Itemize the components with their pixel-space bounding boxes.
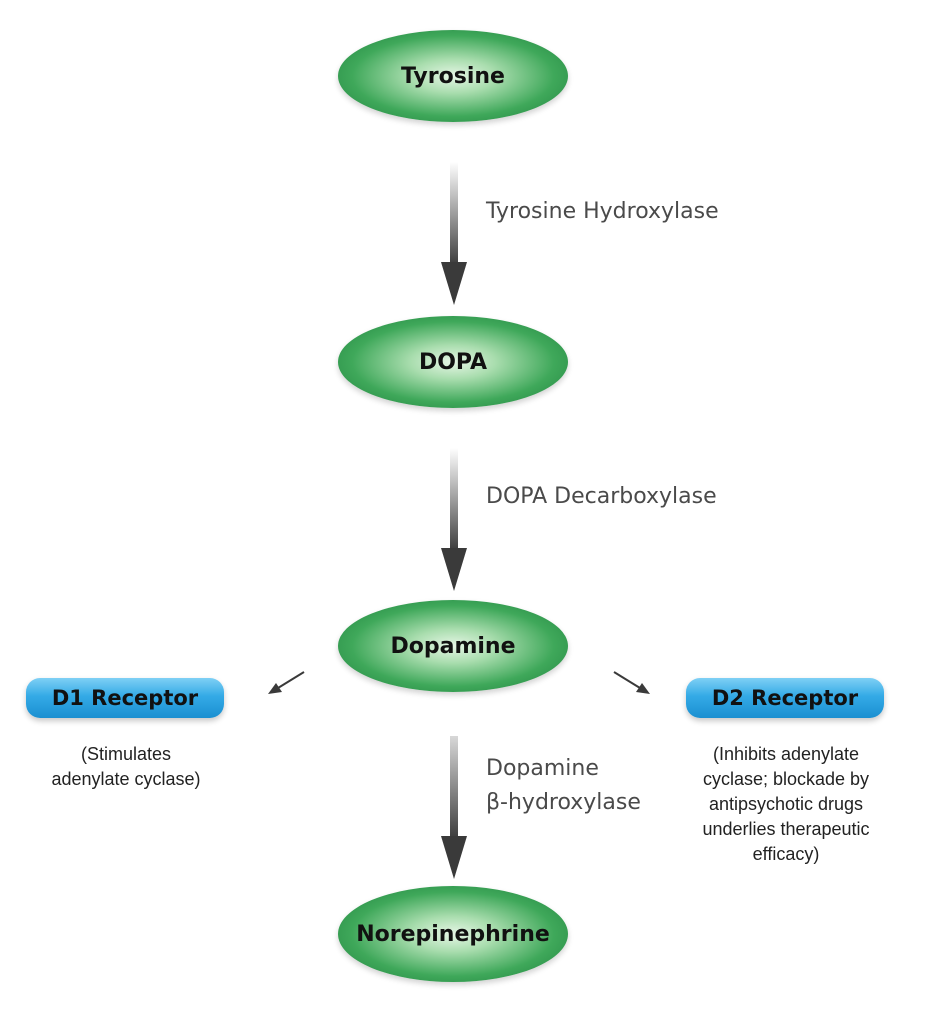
note-d1-line: (Stimulates [80,744,172,764]
enzyme-dbh-line-2: β-hydroxylase [486,790,641,815]
note-d2-line: cyclase; blockade by [702,769,870,789]
note-d2: (Inhibits adenylate cyclase; blockade by… [664,742,908,867]
node-dopamine-label: Dopamine [390,633,516,659]
note-d2-line: antipsychotic drugs [708,794,864,814]
node-norepinephrine: Norepinephrine [338,886,568,982]
note-d2-line: efficacy) [752,844,820,864]
node-dopa: DOPA [338,316,568,408]
note-d1-line: adenylate cyclase) [51,769,201,789]
arrow-tyrosine-to-dopa [441,162,467,305]
node-dopa-label: DOPA [418,349,488,375]
node-dopamine: Dopamine [338,600,568,692]
enzyme-dopa-decarboxylase: DOPA Decarboxylase [486,480,717,514]
receptor-d2: D2 Receptor [686,678,884,718]
note-d2-line: (Inhibits adenylate [712,744,860,764]
enzyme-tyrosine-hydroxylase-label: Tyrosine Hydroxylase [486,199,719,224]
receptor-d1-label: D1 Receptor [51,686,199,710]
note-d1: (Stimulates adenylate cyclase) [16,742,236,792]
enzyme-tyrosine-hydroxylase: Tyrosine Hydroxylase [486,195,719,229]
arrow-dopa-to-dopamine [441,448,467,591]
node-norepinephrine-label: Norepinephrine [356,921,550,947]
note-d2-line: underlies therapeutic [702,819,870,839]
arrow-dopamine-to-d1 [268,671,305,694]
node-tyrosine-label: Tyrosine [401,63,505,89]
enzyme-dopamine-beta-hydroxylase: Dopamine β-hydroxylase [486,752,641,820]
node-tyrosine: Tyrosine [338,30,568,122]
receptor-d2-label: D2 Receptor [711,686,859,710]
receptor-d1: D1 Receptor [26,678,224,718]
enzyme-dbh-line-1: Dopamine [486,756,599,781]
enzyme-dopa-decarboxylase-label: DOPA Decarboxylase [486,484,717,509]
arrow-dopamine-to-d2 [613,671,650,694]
arrow-dopamine-to-norepinephrine [441,736,467,879]
